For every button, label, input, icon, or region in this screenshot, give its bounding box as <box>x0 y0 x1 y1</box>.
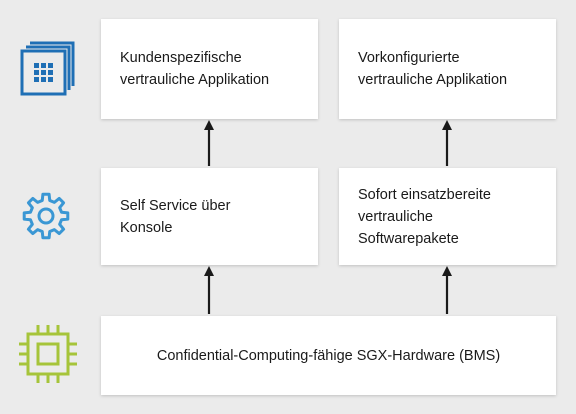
box-preconfigured-confidential-app: Vorkonfigurierte vertrauliche Applikatio… <box>339 19 556 119</box>
app-grid-icon <box>20 41 75 96</box>
box-custom-confidential-app-label: Kundenspezifische vertrauliche Applikati… <box>120 50 270 88</box>
box-sgx-hardware: Confidential-Computing-fähige SGX-Hardwa… <box>101 316 556 395</box>
chip-icon <box>19 325 77 383</box>
box-custom-confidential-app: Kundenspezifische vertrauliche Applikati… <box>101 19 318 119</box>
box-self-service-console-label: Self Service über Konsole <box>120 197 231 236</box>
box-sgx-hardware-label: Confidential-Computing-fähige SGX-Hardwa… <box>156 347 501 364</box>
box-ready-software-packages: Sofort einsatzbereite vertrauliche Softw… <box>339 168 556 265</box>
box-self-service-console: Self Service über Konsole <box>101 168 318 265</box>
box-preconfigured-confidential-app-label: Vorkonfigurierte vertrauliche Applikatio… <box>358 50 508 88</box>
gear-icon <box>22 192 70 240</box>
box-ready-software-packages-label: Sofort einsatzbereite vertrauliche Softw… <box>358 186 491 247</box>
